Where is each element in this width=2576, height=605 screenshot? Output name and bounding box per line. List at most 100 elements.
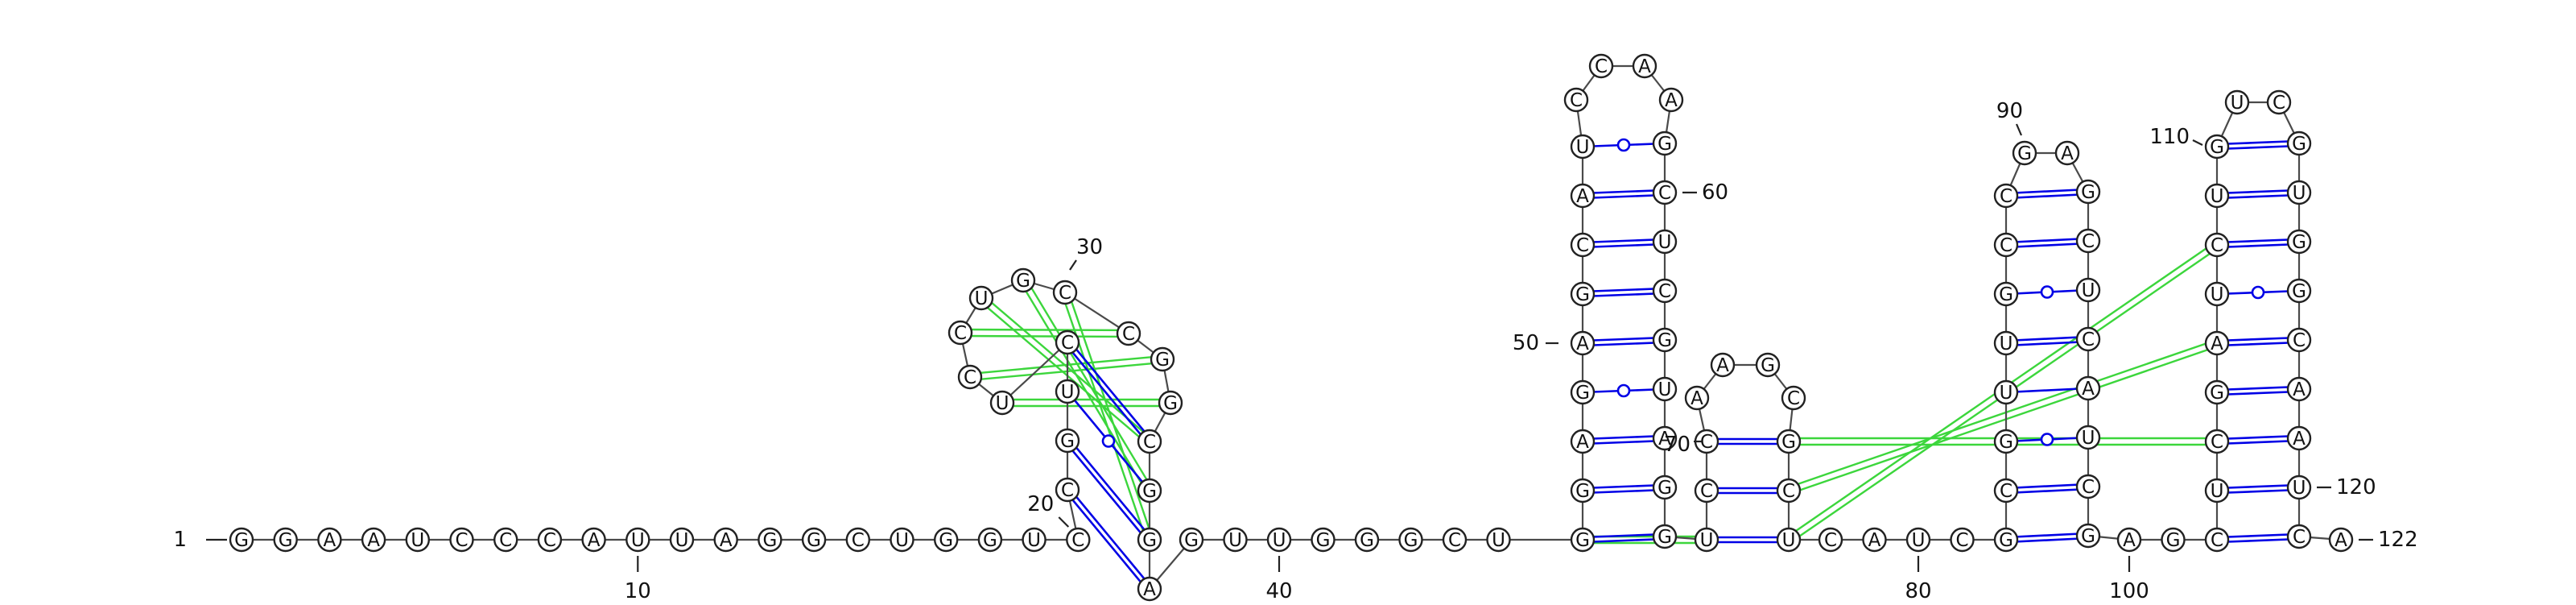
nucleotide: G: [2286, 229, 2312, 255]
nucleotide-letter: C: [2293, 330, 2306, 351]
gc-pair-line: [1583, 193, 1666, 200]
nucleotide: A: [361, 527, 386, 553]
pseudoknot-line: [978, 300, 1149, 445]
nucleotide-letter: C: [499, 530, 512, 551]
nucleotide-letter: G: [279, 530, 293, 551]
nucleotide-letter: A: [720, 530, 733, 551]
nucleotide: C: [1066, 527, 1091, 553]
nucleotide-letter: C: [1576, 235, 1589, 256]
pseudoknot-line: [960, 328, 1129, 332]
gc-pair-line: [2216, 385, 2299, 392]
nucleotide-circle: [1179, 527, 1204, 553]
nucleotide-letter: G: [1060, 431, 1075, 452]
nucleotide-letter: C: [455, 530, 468, 551]
nucleotide-letter: A: [1143, 579, 1156, 600]
nucleotide-circle: [1570, 232, 1596, 258]
nucleotide-circle: [2286, 131, 2312, 156]
nucleotide-circle: [1684, 385, 1710, 411]
gu-pair-marker: [2251, 285, 2265, 300]
gc-pair-line: [2005, 188, 2088, 195]
nucleotide-letter: G: [1155, 350, 1170, 371]
nucleotide-circle: [1055, 428, 1080, 454]
gc-pair-line: [2216, 434, 2299, 441]
nucleotide-circle: [1486, 527, 1511, 553]
nucleotide-letter: G: [2081, 526, 2095, 547]
position-label-text: 80: [1905, 579, 1931, 603]
nucleotide: G: [1055, 428, 1080, 454]
nucleotide: G: [1993, 527, 2019, 553]
nucleotide: G: [273, 527, 298, 553]
nucleotide-letter: G: [1163, 393, 1178, 414]
nucleotide: G: [1993, 281, 2019, 307]
nucleotide-circle: [1570, 478, 1596, 503]
nucleotide-circle: [1055, 379, 1080, 404]
nucleotide-letter: A: [1576, 186, 1589, 207]
nucleotide-circle: [1632, 53, 1657, 79]
nucleotide-circle: [1993, 379, 2019, 405]
nucleotide-letter: C: [1061, 333, 1074, 354]
nucleotide: G: [801, 527, 827, 553]
nucleotide: A: [713, 527, 738, 553]
nucleotide-circle: [1137, 576, 1162, 602]
backbone-segment: [1001, 342, 1068, 404]
nucleotide-circle: [1570, 330, 1596, 356]
nucleotide: G: [2286, 278, 2312, 304]
nucleotide: C: [1993, 478, 2019, 503]
nucleotide: U: [405, 527, 430, 553]
nucleotide-letter: U: [1658, 232, 1672, 253]
gc-pair-line: [1583, 488, 1666, 495]
nucleotide: A: [2286, 425, 2312, 451]
nucleotide-circle: [1266, 527, 1292, 553]
nucleotide-letter: U: [1658, 379, 1672, 400]
nucleotide: C: [957, 364, 983, 390]
position-label-80: 80: [1905, 556, 1932, 603]
gc-pair-line: [1068, 438, 1153, 539]
nucleotide-circle: [2204, 183, 2230, 209]
gc-pair-line: [2217, 341, 2300, 347]
nucleotide-circle: [1993, 429, 2019, 454]
nucleotide-letter: G: [1142, 530, 1157, 551]
nucleotide-circle: [2204, 379, 2230, 405]
nucleotide-letter: G: [1142, 481, 1157, 502]
nucleotide: C: [2204, 232, 2230, 258]
nucleotide: U: [2286, 474, 2312, 500]
nucleotide: G: [2161, 527, 2186, 553]
position-tick: [2192, 139, 2203, 146]
nucleotide: C: [947, 320, 973, 346]
nucleotide-circle: [2116, 527, 2142, 553]
position-label-text: 120: [2336, 475, 2376, 499]
nucleotide: U: [1776, 527, 1802, 553]
pseudoknot-line: [960, 334, 1129, 338]
nucleotide-circle: [2204, 478, 2230, 503]
nucleotide-circle: [1652, 131, 1678, 156]
position-label-110: 110: [2149, 125, 2203, 149]
nucleotide-letter: U: [1782, 530, 1796, 551]
nucleotide-letter: U: [2000, 383, 2013, 404]
nucleotide: U: [1486, 527, 1511, 553]
gc-pair-line: [2217, 439, 2300, 445]
gc-pair-line: [2006, 487, 2089, 495]
nucleotide-circle: [2054, 140, 2080, 166]
gc-pair-line: [2006, 242, 2089, 249]
gc-pair-line: [1064, 343, 1149, 444]
nucleotide-letter: U: [2293, 183, 2306, 204]
nucleotide-circle: [801, 527, 827, 553]
nucleotide: C: [1055, 477, 1080, 503]
nucleotide: G: [1652, 131, 1678, 156]
nucleotide-circle: [581, 527, 606, 553]
nucleotide-letter: C: [2293, 527, 2306, 548]
nucleotide-letter: G: [1016, 271, 1030, 292]
nucleotide-circle: [1570, 183, 1596, 209]
nucleotide: G: [758, 527, 782, 553]
position-label-text: 122: [2378, 528, 2418, 552]
nucleotide: C: [2286, 327, 2312, 353]
nucleotide-circle: [1652, 180, 1678, 205]
nucleotide-circle: [2204, 232, 2230, 258]
nucleotide-letter: A: [1665, 90, 1678, 111]
gc-pair-line: [2005, 335, 2088, 342]
gc-pair-line: [2217, 144, 2300, 151]
nucleotide: C: [845, 527, 871, 553]
nucleotide: A: [1632, 53, 1657, 79]
nucleotide-circle: [405, 527, 430, 553]
gc-pair-line: [1582, 287, 1665, 293]
